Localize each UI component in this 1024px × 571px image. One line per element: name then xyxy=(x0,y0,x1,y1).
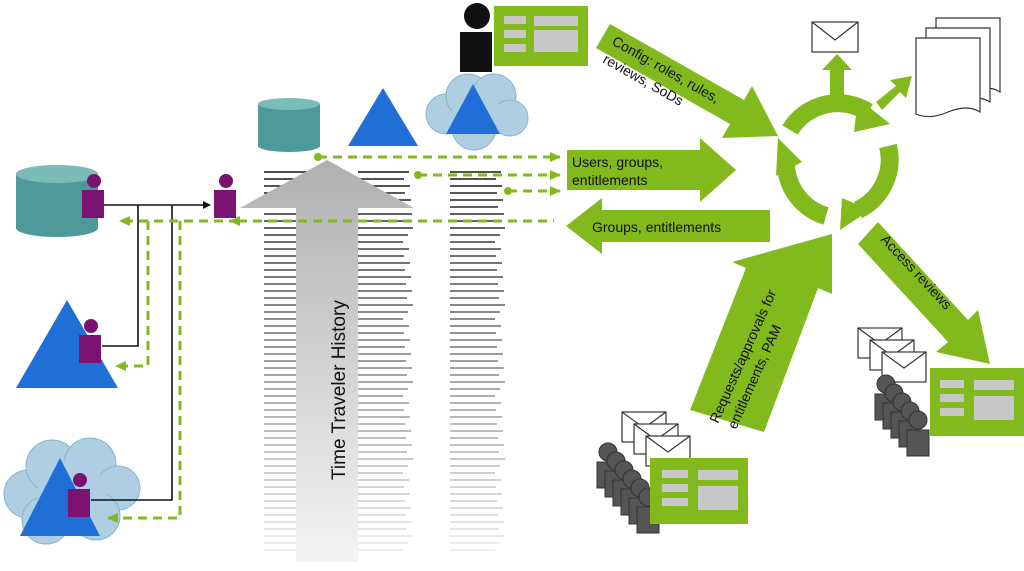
person-head xyxy=(908,410,928,430)
cloud-directory-icon xyxy=(425,73,529,151)
document-stack-icon xyxy=(915,17,1001,118)
reviewer-form-card-icon xyxy=(930,368,1024,436)
users-groups-arrow: Users, groups, entitlements xyxy=(567,138,736,202)
time-traveler-history-label: Time Traveler History xyxy=(329,300,350,480)
users-groups-label-line1: Users, groups, xyxy=(572,154,663,170)
requester-envelopes-icon xyxy=(621,411,691,467)
account-person-icon xyxy=(214,174,236,218)
provisioning-dashed-lines xyxy=(107,216,554,523)
requester-form-card-icon xyxy=(650,458,748,524)
left-triangle-directory-icon xyxy=(16,300,118,388)
account-link-lines xyxy=(91,201,211,501)
history-stripes-right xyxy=(450,171,505,551)
dashed-line-start-dots xyxy=(314,153,512,195)
groups-entitlements-label: Groups, entitlements xyxy=(592,219,721,235)
config-arrow: Config: roles, rules, reviews, SoDs xyxy=(596,24,778,138)
groups-entitlements-arrow: Groups, entitlements xyxy=(566,198,770,254)
users-groups-label-line2: entitlements xyxy=(572,172,647,188)
database-icon xyxy=(258,98,320,152)
requester-people-icon xyxy=(596,442,660,534)
form-card-icon xyxy=(494,6,588,66)
cycle-report-arrow xyxy=(876,76,912,110)
account-person-icon xyxy=(82,174,104,218)
account-person-icon xyxy=(68,473,90,517)
cycle-up-arrow xyxy=(822,54,852,96)
person-body xyxy=(906,429,930,457)
history-stripes-middle xyxy=(358,171,413,551)
cycle-arrowheads xyxy=(776,98,890,230)
collection-dashed-lines xyxy=(318,152,561,196)
triangle-directory-icon xyxy=(348,88,418,146)
account-person-icon xyxy=(79,319,101,363)
reviewer-envelopes-icon xyxy=(857,327,927,383)
requests-approvals-arrow: Requests/approvals for entitlements, PAM xyxy=(690,234,832,432)
reviewer-people-icon xyxy=(874,374,930,457)
envelope-icon xyxy=(811,21,859,53)
time-traveler-history-arrow: Time Traveler History xyxy=(240,160,414,562)
admin-person-icon xyxy=(460,3,492,72)
